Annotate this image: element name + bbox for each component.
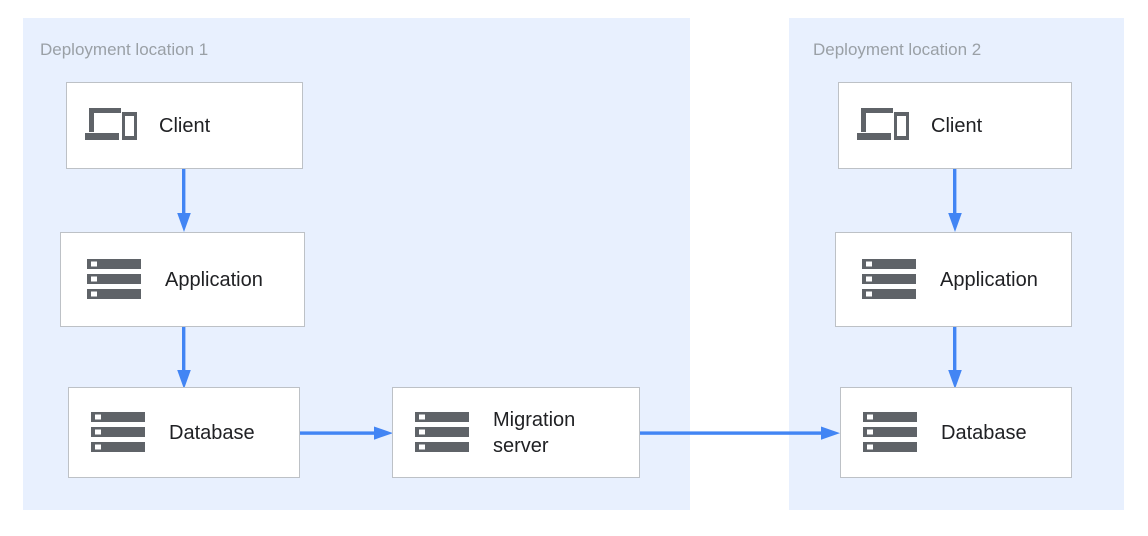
deployment-region-2-label: Deployment location 2 <box>813 40 982 59</box>
node-client-location-1[interactable]: Client <box>66 82 303 169</box>
client-devices-icon <box>85 104 137 148</box>
node-database-location-1-label: Database <box>169 421 255 444</box>
node-migration-server[interactable]: Migration server <box>392 387 640 478</box>
client-devices-icon <box>857 104 909 148</box>
connector-database-to-migration-server <box>300 424 394 444</box>
connector-migration-server-to-database-location-2 <box>640 424 842 444</box>
node-client-location-2-label: Client <box>931 114 983 137</box>
connector-client-to-application-location-2 <box>946 169 964 233</box>
node-application-location-2-label: Application <box>940 268 1038 291</box>
server-stack-icon <box>91 412 145 453</box>
connector-application-to-database-location-2 <box>946 327 964 390</box>
node-application-location-1-label: Application <box>165 268 263 291</box>
node-database-location-1[interactable]: Database <box>68 387 300 478</box>
node-application-location-2[interactable]: Application <box>835 232 1072 327</box>
server-stack-icon <box>87 259 141 300</box>
server-stack-icon <box>862 259 916 300</box>
node-migration-server-label: Migration server <box>493 408 576 457</box>
server-stack-icon <box>863 412 917 453</box>
node-application-location-1[interactable]: Application <box>60 232 305 327</box>
node-client-location-1-label: Client <box>159 114 211 137</box>
node-database-location-2-label: Database <box>941 421 1027 444</box>
server-stack-icon <box>415 412 469 453</box>
connector-client-to-application-location-1 <box>175 169 193 233</box>
deployment-region-1-label: Deployment location 1 <box>40 40 209 59</box>
node-database-location-2[interactable]: Database <box>840 387 1072 478</box>
node-client-location-2[interactable]: Client <box>838 82 1072 169</box>
connector-application-to-database-location-1 <box>175 327 193 390</box>
